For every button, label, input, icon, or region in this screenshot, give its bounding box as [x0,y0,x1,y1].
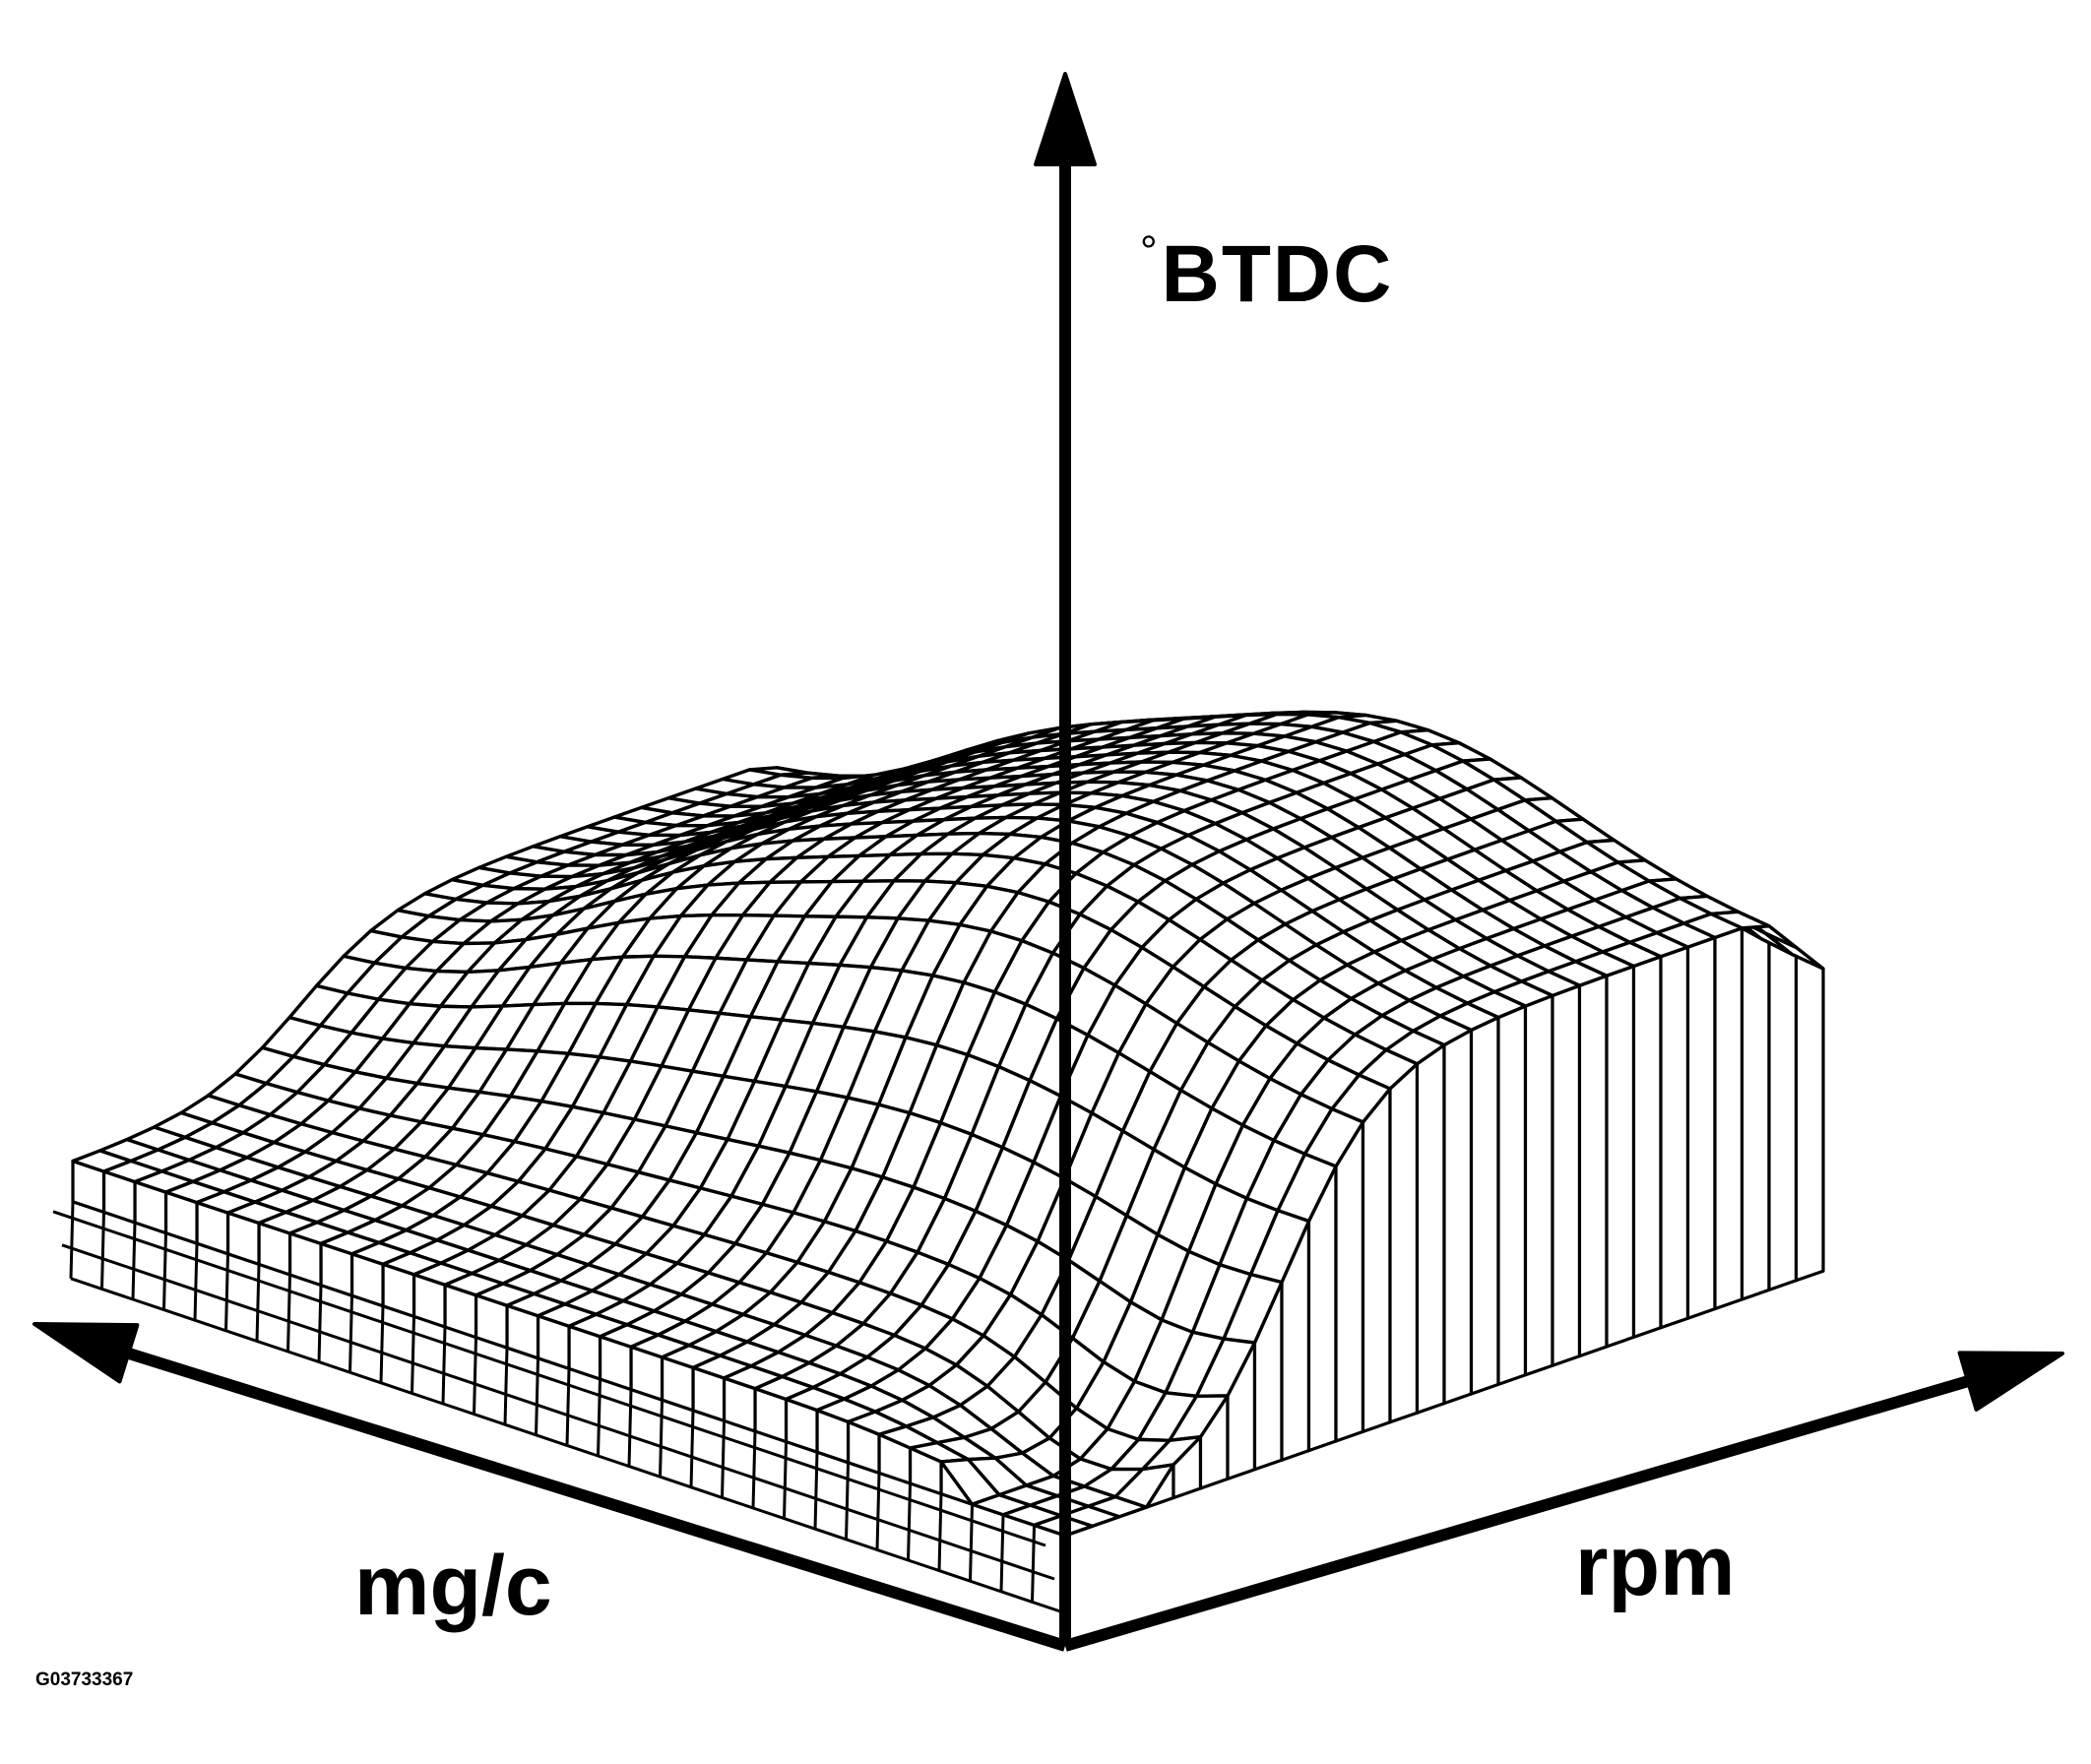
floor-grid-line [441,1326,447,1405]
floor-grid-line [565,1368,571,1446]
wall-panel [1713,926,1744,1311]
floor-grid-line [783,1441,788,1519]
wall-panel [1388,1062,1420,1424]
floor-grid-line [503,1348,509,1425]
vertical-axis-label: °BTDC [1140,230,1393,315]
wall-panel [1415,1043,1446,1415]
wall-panel [1605,964,1636,1349]
degree-symbol: ° [1140,227,1160,276]
figure-id: G03733367 [35,1670,134,1690]
floor-grid-line [937,1493,943,1571]
surface-wireframe-mesh [71,710,1825,1538]
vertical-axis-arrowhead-icon [1034,72,1097,166]
surface-side-walls [52,924,1825,1614]
axes [32,72,2064,1652]
floor-grid-line [255,1264,261,1342]
wall-panel [1361,1087,1392,1434]
wall-panel [1685,935,1717,1320]
wall-panel [1577,974,1609,1358]
floor-grid-line [1031,1525,1036,1603]
floor-grid-line [689,1410,695,1487]
left-axis-arrowhead-icon [32,1322,140,1384]
wall-panel [1794,945,1825,1283]
floor-grid-line [535,1357,539,1435]
wall-panel [1442,1028,1474,1406]
floor-grid-line [813,1452,819,1530]
wall-panel [1334,1120,1365,1443]
floor-grid-line [379,1305,385,1383]
right-axis-label: rpm [1575,1519,1736,1613]
floor-grid-line [659,1400,664,1478]
floor-grid-line [286,1274,291,1353]
left-axis-line [126,1348,1067,1652]
floor-grid-line [627,1389,633,1467]
floor-grid-line [969,1504,974,1582]
floor-grid-line [193,1243,199,1321]
wall-panel [1631,955,1663,1340]
right-axis-line [1063,1375,1970,1652]
floor-grid-line [751,1430,757,1509]
floor-grid-line [999,1514,1005,1592]
wall-panel [1523,993,1554,1377]
floor-grid-line [875,1473,881,1550]
floor-grid-line [907,1482,912,1561]
floor-grid-line [721,1420,726,1498]
wall-panel [1767,924,1799,1292]
wall-panel [1469,1015,1500,1396]
floor-grid-line [597,1378,602,1457]
floor-grid-line [224,1253,229,1331]
btdc-label: BTDC [1161,229,1394,319]
floor-grid-line [131,1222,137,1300]
floor-grid-line [473,1337,477,1415]
floor-grid-line [411,1316,415,1394]
floor-grid-line [317,1285,323,1362]
left-axis-label: mg/c [354,1539,552,1633]
wall-panel [1551,983,1582,1367]
floor-grid-line [348,1295,353,1373]
floor-grid-line [162,1232,167,1310]
floor-grid-line [100,1212,105,1290]
floor-grid-line [845,1462,850,1540]
wall-panel [1659,945,1690,1330]
right-axis-arrowhead-icon [1957,1351,2064,1412]
wall-panel [1496,1004,1528,1387]
wall-panel [1740,924,1771,1301]
floor-grid-line [69,1201,75,1279]
